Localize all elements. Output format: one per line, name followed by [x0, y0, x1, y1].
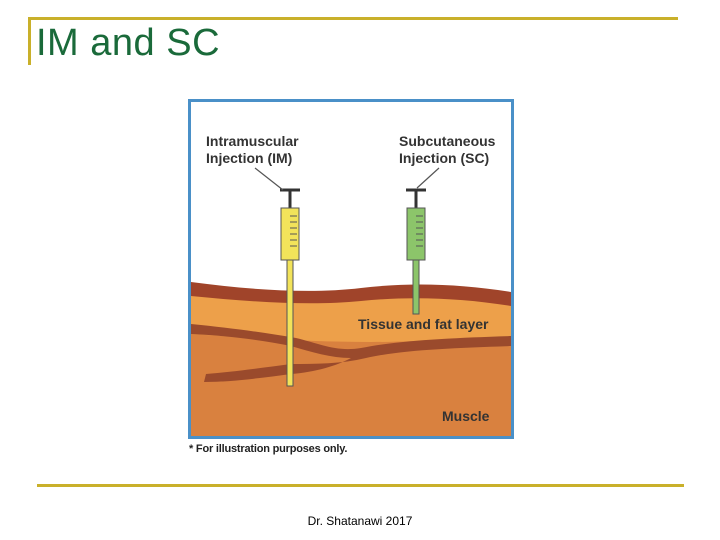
sc-label-line2: Injection (SC) [399, 150, 489, 166]
im-label-line1: Intramuscular [206, 133, 299, 149]
im-pointer-line [254, 167, 284, 191]
sc-label-line1: Subcutaneous [399, 133, 496, 149]
top-rule [28, 17, 678, 20]
muscle-label: Muscle [442, 408, 490, 424]
left-rule [28, 17, 31, 65]
slide-title: IM and SC [36, 22, 221, 64]
skin-layer [191, 282, 511, 306]
sc-pointer-line [416, 167, 440, 189]
slide-footer: Dr. Shatanawi 2017 [307, 514, 413, 528]
fat-layer [191, 292, 511, 342]
figure-footnote: * For illustration purposes only. [189, 443, 348, 455]
bottom-rule [37, 484, 684, 487]
blood-vessel [191, 324, 511, 382]
injection-diagram: Intramuscular Injection (IM) Subcutaneou… [188, 99, 514, 439]
muscle-layer [191, 332, 511, 436]
im-syringe [280, 188, 300, 387]
im-label-line2: Injection (IM) [206, 150, 292, 166]
tissue-label: Tissue and fat layer [358, 316, 489, 332]
sc-syringe [406, 188, 426, 315]
